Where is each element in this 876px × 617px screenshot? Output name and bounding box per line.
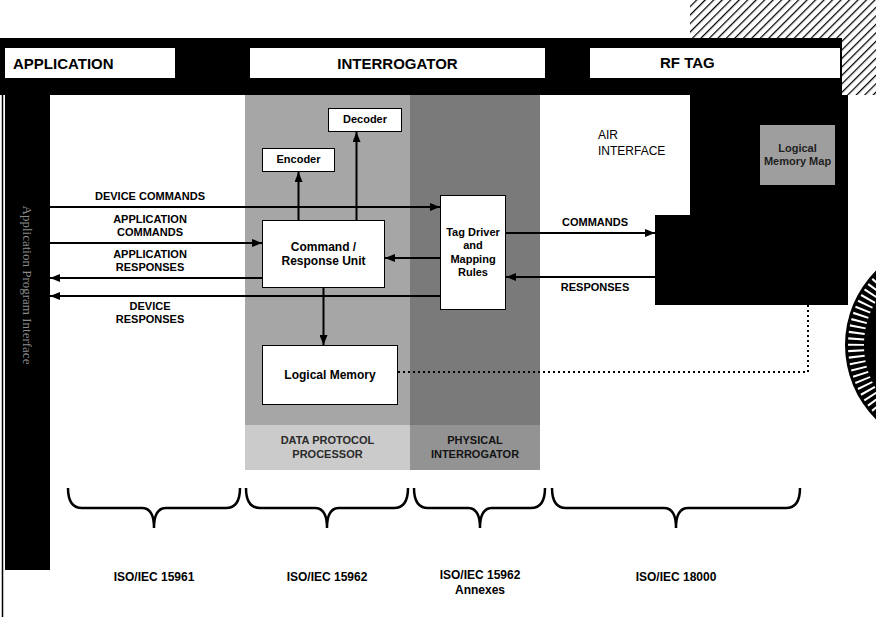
dotted-link [398, 305, 808, 372]
node-text: INTERROGATOR [337, 55, 457, 72]
edge-label: APPLICATION COMMANDS [95, 213, 205, 239]
process-box: Tag Driver and Mapping Rules [440, 195, 506, 310]
node-text: Command / Response Unit [281, 240, 366, 269]
hatch-pattern [690, 0, 876, 38]
arrow-connector [50, 277, 262, 279]
memory-map-box: Logical Memory Map [760, 125, 835, 185]
frame-line [2, 38, 4, 617]
label-holder: ISO/IEC 18000 [601, 570, 751, 585]
label-holder: ISO/IEC 15962 Annexes [425, 568, 535, 598]
rf-tag: RF TAGLogical Memory Map [655, 95, 848, 305]
arrow-connector [323, 288, 325, 345]
arrow-connector [506, 232, 655, 234]
processor-column: DATA PROTOCOL PROCESSOR DecoderEncoderCom… [245, 95, 410, 470]
process-box: Command / Response Unit [262, 220, 385, 288]
edge-label: COMMANDS [545, 216, 645, 229]
arrow-connector [50, 242, 262, 244]
label-holder: RESPONSES [545, 281, 645, 294]
node-text: Tag Driver and Mapping Rules [441, 226, 505, 279]
label-holder: DEVICE RESPONSES [95, 300, 205, 326]
process-box: Decoder [328, 108, 402, 132]
interface-label: AIR INTERFACE [598, 127, 680, 159]
standard-label: ISO/IEC 18000 [601, 570, 751, 585]
brace [68, 488, 800, 528]
edge-label: APPLICATION RESPONSES [95, 248, 205, 274]
edge-label: RESPONSES [545, 281, 645, 294]
memory-box: Logical Memory [262, 345, 398, 405]
hatch-pattern [842, 38, 876, 95]
node-text: PHYSICAL INTERROGATOR [410, 425, 540, 470]
label-holder: ISO/IEC 15962 [252, 570, 402, 585]
standard-label: ISO/IEC 15961 [79, 570, 229, 585]
label-holder: APPLICATION RESPONSES [95, 248, 205, 274]
arrow-connector [50, 206, 440, 208]
api-bar: Application Program Interface [5, 95, 50, 570]
arrow-connector [50, 295, 440, 297]
node-text: DATA PROTOCOL PROCESSOR [245, 425, 410, 470]
arrow-connector [385, 257, 440, 259]
header-label: INTERROGATOR [250, 48, 545, 78]
arrow-connector [506, 276, 655, 278]
node-text: APPLICATION [13, 55, 114, 72]
label-holder: ISO/IEC 15961 [79, 570, 229, 585]
node-text: Decoder [343, 113, 387, 126]
header-band [0, 38, 876, 95]
header-label: RF TAG [590, 48, 840, 78]
node-text: Logical Memory Map [762, 142, 833, 168]
label-holder: APPLICATION COMMANDS [95, 213, 205, 239]
vertical-label: Application Program Interface [19, 206, 35, 365]
process-box: Encoder [262, 148, 335, 172]
arrow-connector [356, 132, 358, 220]
label-holder: DEVICE COMMANDS [95, 190, 205, 203]
label-holder: COMMANDS [545, 216, 645, 229]
edge-label: DEVICE COMMANDS [95, 190, 205, 203]
standard-label: ISO/IEC 15962 [252, 570, 402, 585]
arrow-connector [298, 172, 300, 220]
label-holder: AIR INTERFACE [598, 127, 680, 159]
antenna-coil [845, 240, 876, 450]
interrogator-column: PHYSICAL INTERROGATOR Tag Driver and Mapp… [410, 95, 540, 470]
edge-label: DEVICE RESPONSES [95, 300, 205, 326]
node-text: Encoder [276, 153, 320, 166]
header-label: APPLICATION [5, 48, 175, 78]
standard-label: ISO/IEC 15962 Annexes [425, 568, 535, 598]
node-text: Logical Memory [284, 368, 375, 382]
